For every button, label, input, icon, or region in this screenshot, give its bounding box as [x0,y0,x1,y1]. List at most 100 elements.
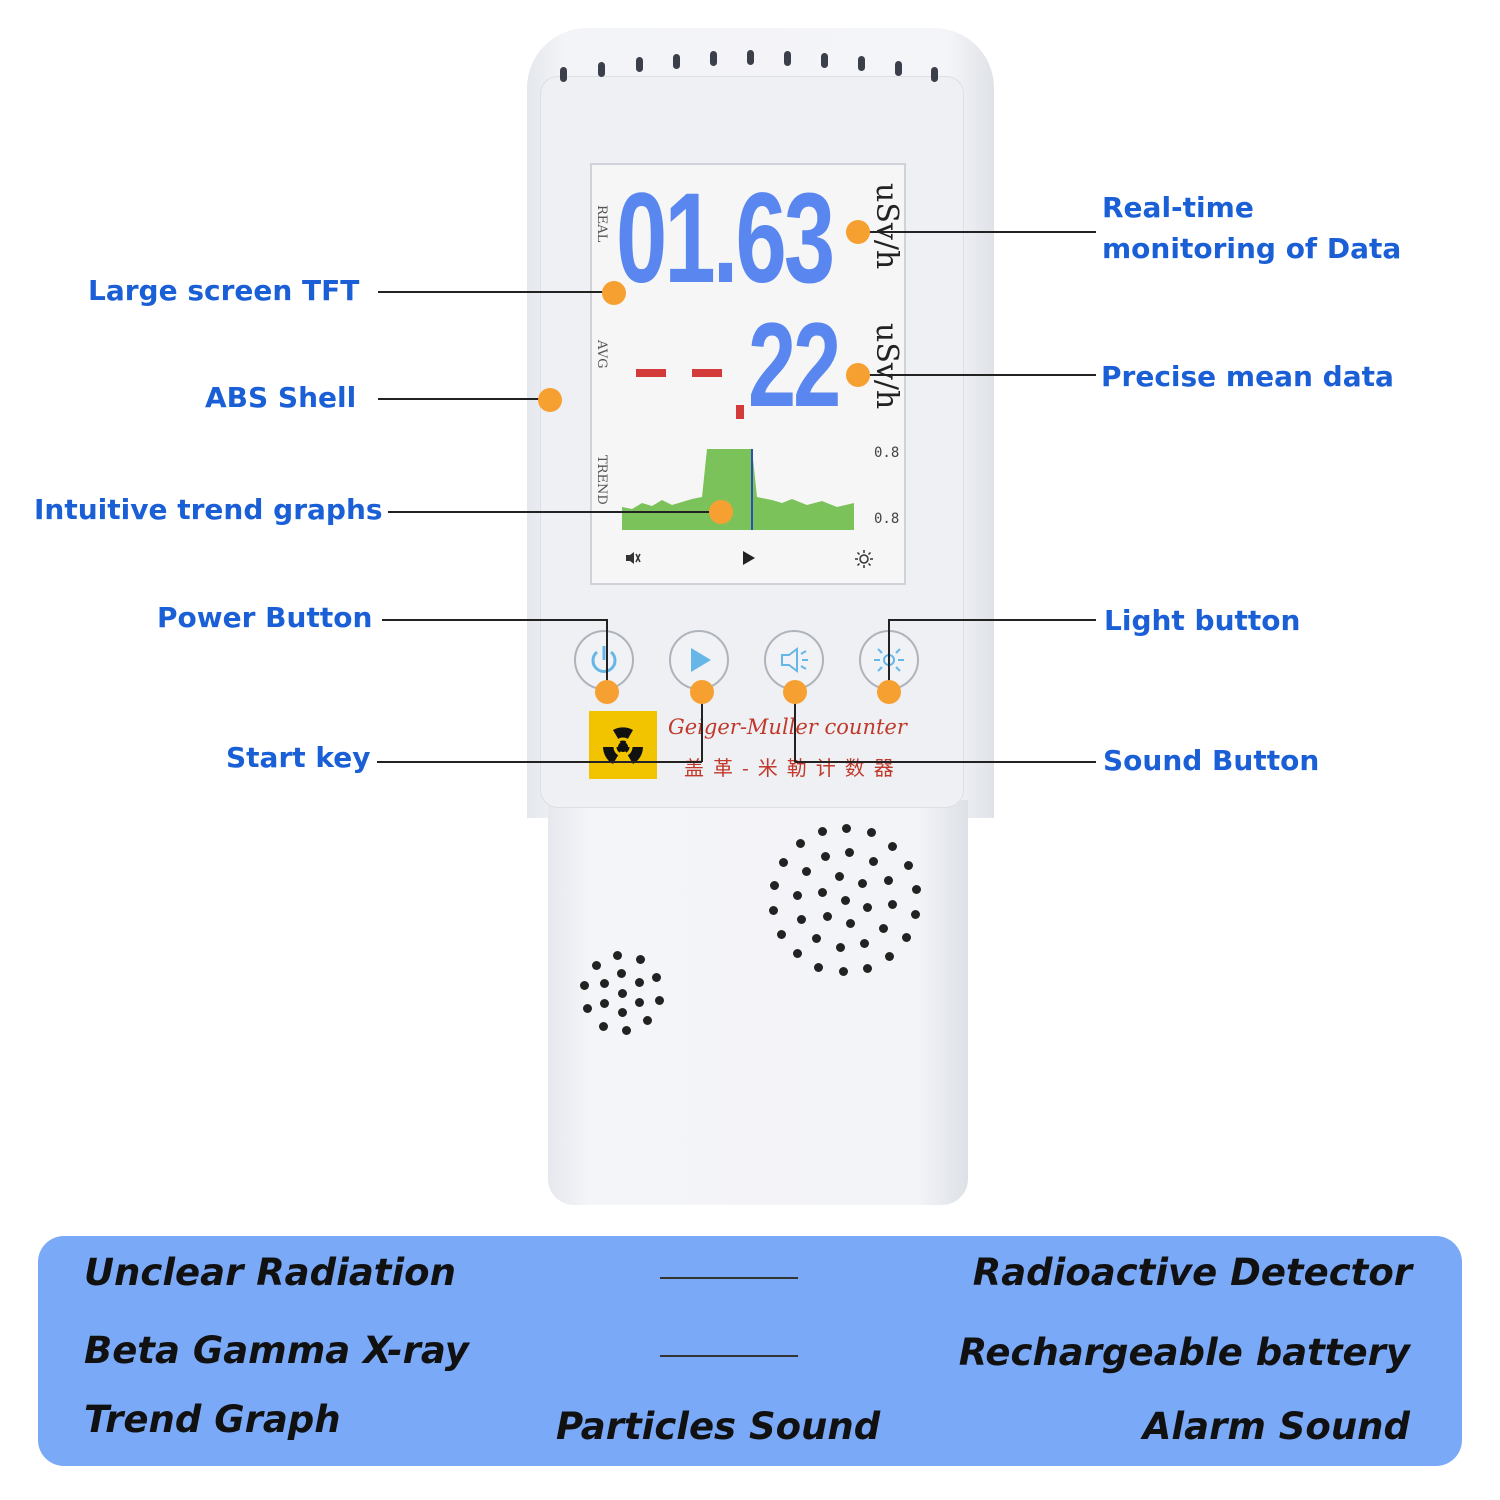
avg-value: 22 [748,298,841,432]
speaker-icon [781,647,808,673]
speaker-hole [863,902,873,912]
speaker-hole [779,857,789,867]
marker-dot [846,363,870,387]
feature-left-3: Trend Graph [84,1398,341,1441]
radiation-warning-badge [589,711,657,779]
avg-label: AVG [594,340,609,369]
trend-area [622,449,854,530]
real-value: 01.63 [616,167,835,310]
callout-power-button: Power Button [157,601,373,634]
speaker-hole [792,949,802,959]
feature-right-2: Rechargeable battery [958,1331,1410,1374]
callout-abs-shell: ABS Shell [205,381,357,414]
callout-mean-data: Precise mean data [1101,360,1394,393]
leader-line [794,691,796,762]
speaker-hole [617,1008,627,1018]
speaker-hole [582,1004,592,1014]
speaker-hole [580,980,590,990]
speaker-hole [643,1016,653,1026]
avg-unit: uSv/h [869,323,904,410]
avg-dash [692,369,722,377]
avg-dash [636,369,666,377]
leader-line [382,619,607,621]
leader-line [701,691,703,762]
feature-divider [660,1355,798,1357]
speaker-hole [795,839,805,849]
power-icon [591,646,617,673]
speaker-hole [884,875,894,885]
speaker-hole [860,939,870,949]
speaker-hole [814,962,824,972]
marker-dot [846,220,870,244]
marker-dot [877,680,901,704]
leader-line [606,619,608,691]
speaker-hole [652,972,662,982]
speaker-hole [769,881,779,891]
speaker-hole [777,929,787,939]
speaker-hole [817,827,827,837]
leader-line [378,291,614,293]
feature-left-2: Beta Gamma X-ray [84,1329,469,1372]
marker-dot [595,680,619,704]
speaker-hole [868,856,878,866]
speaker-hole [591,960,601,970]
speaker-hole [840,895,850,905]
vent-slot [821,53,828,68]
play-icon [691,648,711,672]
vent-slot [858,56,865,71]
speaker-hole [835,943,845,953]
speaker-hole [842,823,852,833]
speaker-hole [600,998,610,1008]
marker-dot [690,680,714,704]
speaker-hole [796,915,806,925]
mute-icon [624,550,642,570]
speaker-hole [911,909,921,919]
vent-slot [747,50,754,65]
speaker-hole [863,963,873,973]
speaker-hole [613,950,623,960]
callout-realtime-line2: monitoring of Data [1102,232,1402,265]
speaker-hole [812,934,822,944]
marker-dot [538,388,562,412]
speaker-hole [621,1026,631,1036]
trend-label: TREND [594,455,609,505]
vent-slot [636,57,643,72]
radiation-icon [603,727,643,764]
speaker-hole [888,841,898,851]
feature-divider [660,1277,798,1279]
speaker-hole [634,978,644,988]
speaker-hole [822,911,832,921]
callout-trend-graphs: Intuitive trend graphs [34,493,383,526]
vent-slot [784,51,791,66]
start-button[interactable] [669,630,729,690]
callout-large-screen: Large screen TFT [88,274,360,307]
leader-line [858,231,1096,233]
trend-graph [622,449,854,530]
brand-name-chinese: 盖革-米勒计数器 [684,756,903,780]
callout-light-button: Light button [1104,604,1301,637]
real-label: REAL [594,205,609,243]
speaker-hole [635,998,645,1008]
trend-scale-bottom: 0.8 [874,511,900,527]
feature-bar [38,1236,1462,1466]
speaker-hole [801,867,811,877]
speaker-hole [820,851,830,861]
brand-name-english: Geiger-Muller counter [668,715,907,739]
marker-dot [783,680,807,704]
leader-line [889,619,1096,621]
callout-sound-button: Sound Button [1103,744,1320,777]
speaker-hole [888,900,898,910]
vent-slot [598,62,605,77]
leader-line [388,511,720,513]
speaker-hole [845,918,855,928]
speaker-hole [792,890,802,900]
speaker-hole [835,872,845,882]
vent-slot [710,51,717,66]
speaker-hole [858,879,868,889]
play-icon [742,550,756,570]
vent-slot [895,61,902,76]
trend-scale-top: 0.8 [874,445,900,461]
vent-slot [931,67,938,82]
speaker-hole [817,888,827,898]
